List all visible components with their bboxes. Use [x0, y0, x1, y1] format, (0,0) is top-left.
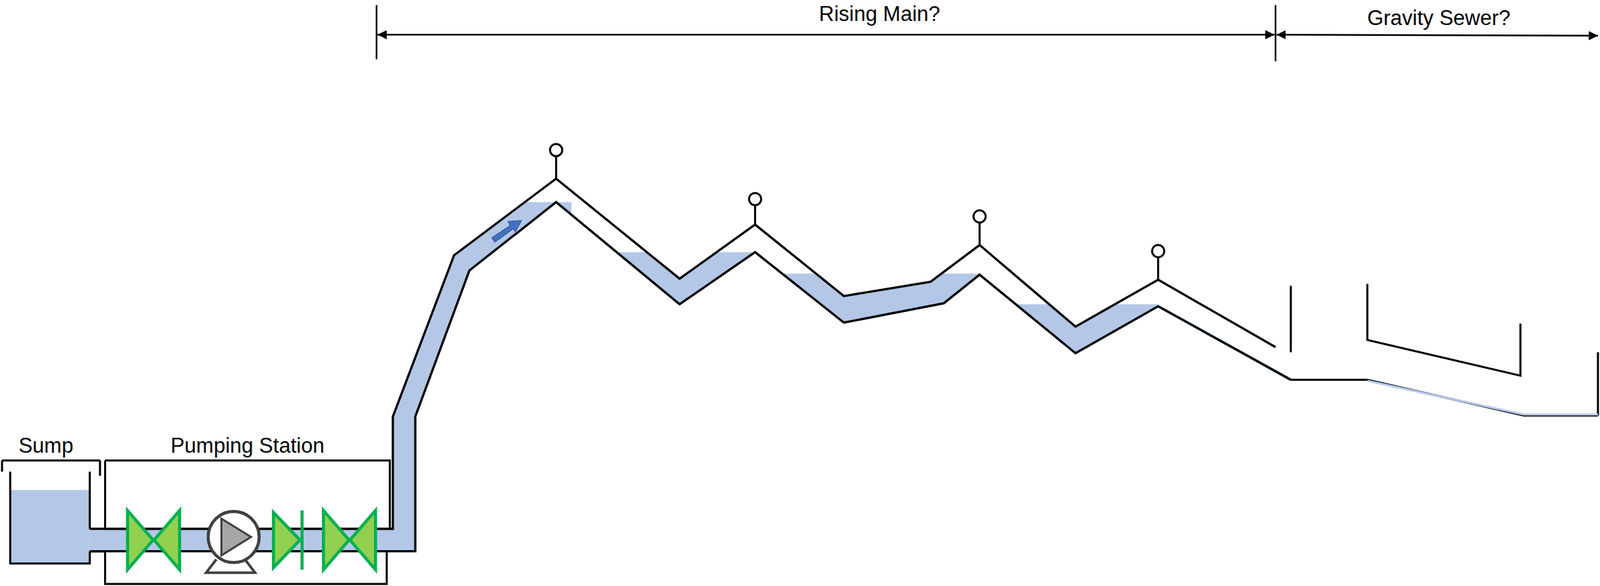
station-outline: [104, 459, 390, 584]
pipe-wall: [89, 527, 106, 530]
pipe-wall-lower: [89, 202, 1291, 552]
dimension-label: Rising Main?: [816, 2, 943, 27]
valves: [127, 509, 376, 570]
pipe-wall: [89, 549, 106, 552]
dimension-lines: [376, 5, 1598, 62]
pipe-wall-upper: [89, 178, 1276, 529]
station-area: Pumping Station: [104, 460, 390, 585]
gravity-sewer: [1290, 283, 1598, 416]
area-heading: Pumping Station: [170, 433, 324, 458]
air-valves: [549, 144, 1164, 280]
sump-outline: [2, 459, 101, 563]
flow-arrow: [491, 220, 522, 243]
area-heading: Sump: [18, 433, 74, 458]
dimension-label: Gravity Sewer?: [1364, 6, 1514, 31]
pipe-connector: [89, 529, 106, 550]
pipe-water: [0, 0, 1159, 586]
pump-symbol: [206, 511, 260, 573]
sewer-water: [1367, 380, 1598, 415]
sump-area: Sump: [2, 460, 90, 564]
sump-water: [10, 489, 90, 564]
